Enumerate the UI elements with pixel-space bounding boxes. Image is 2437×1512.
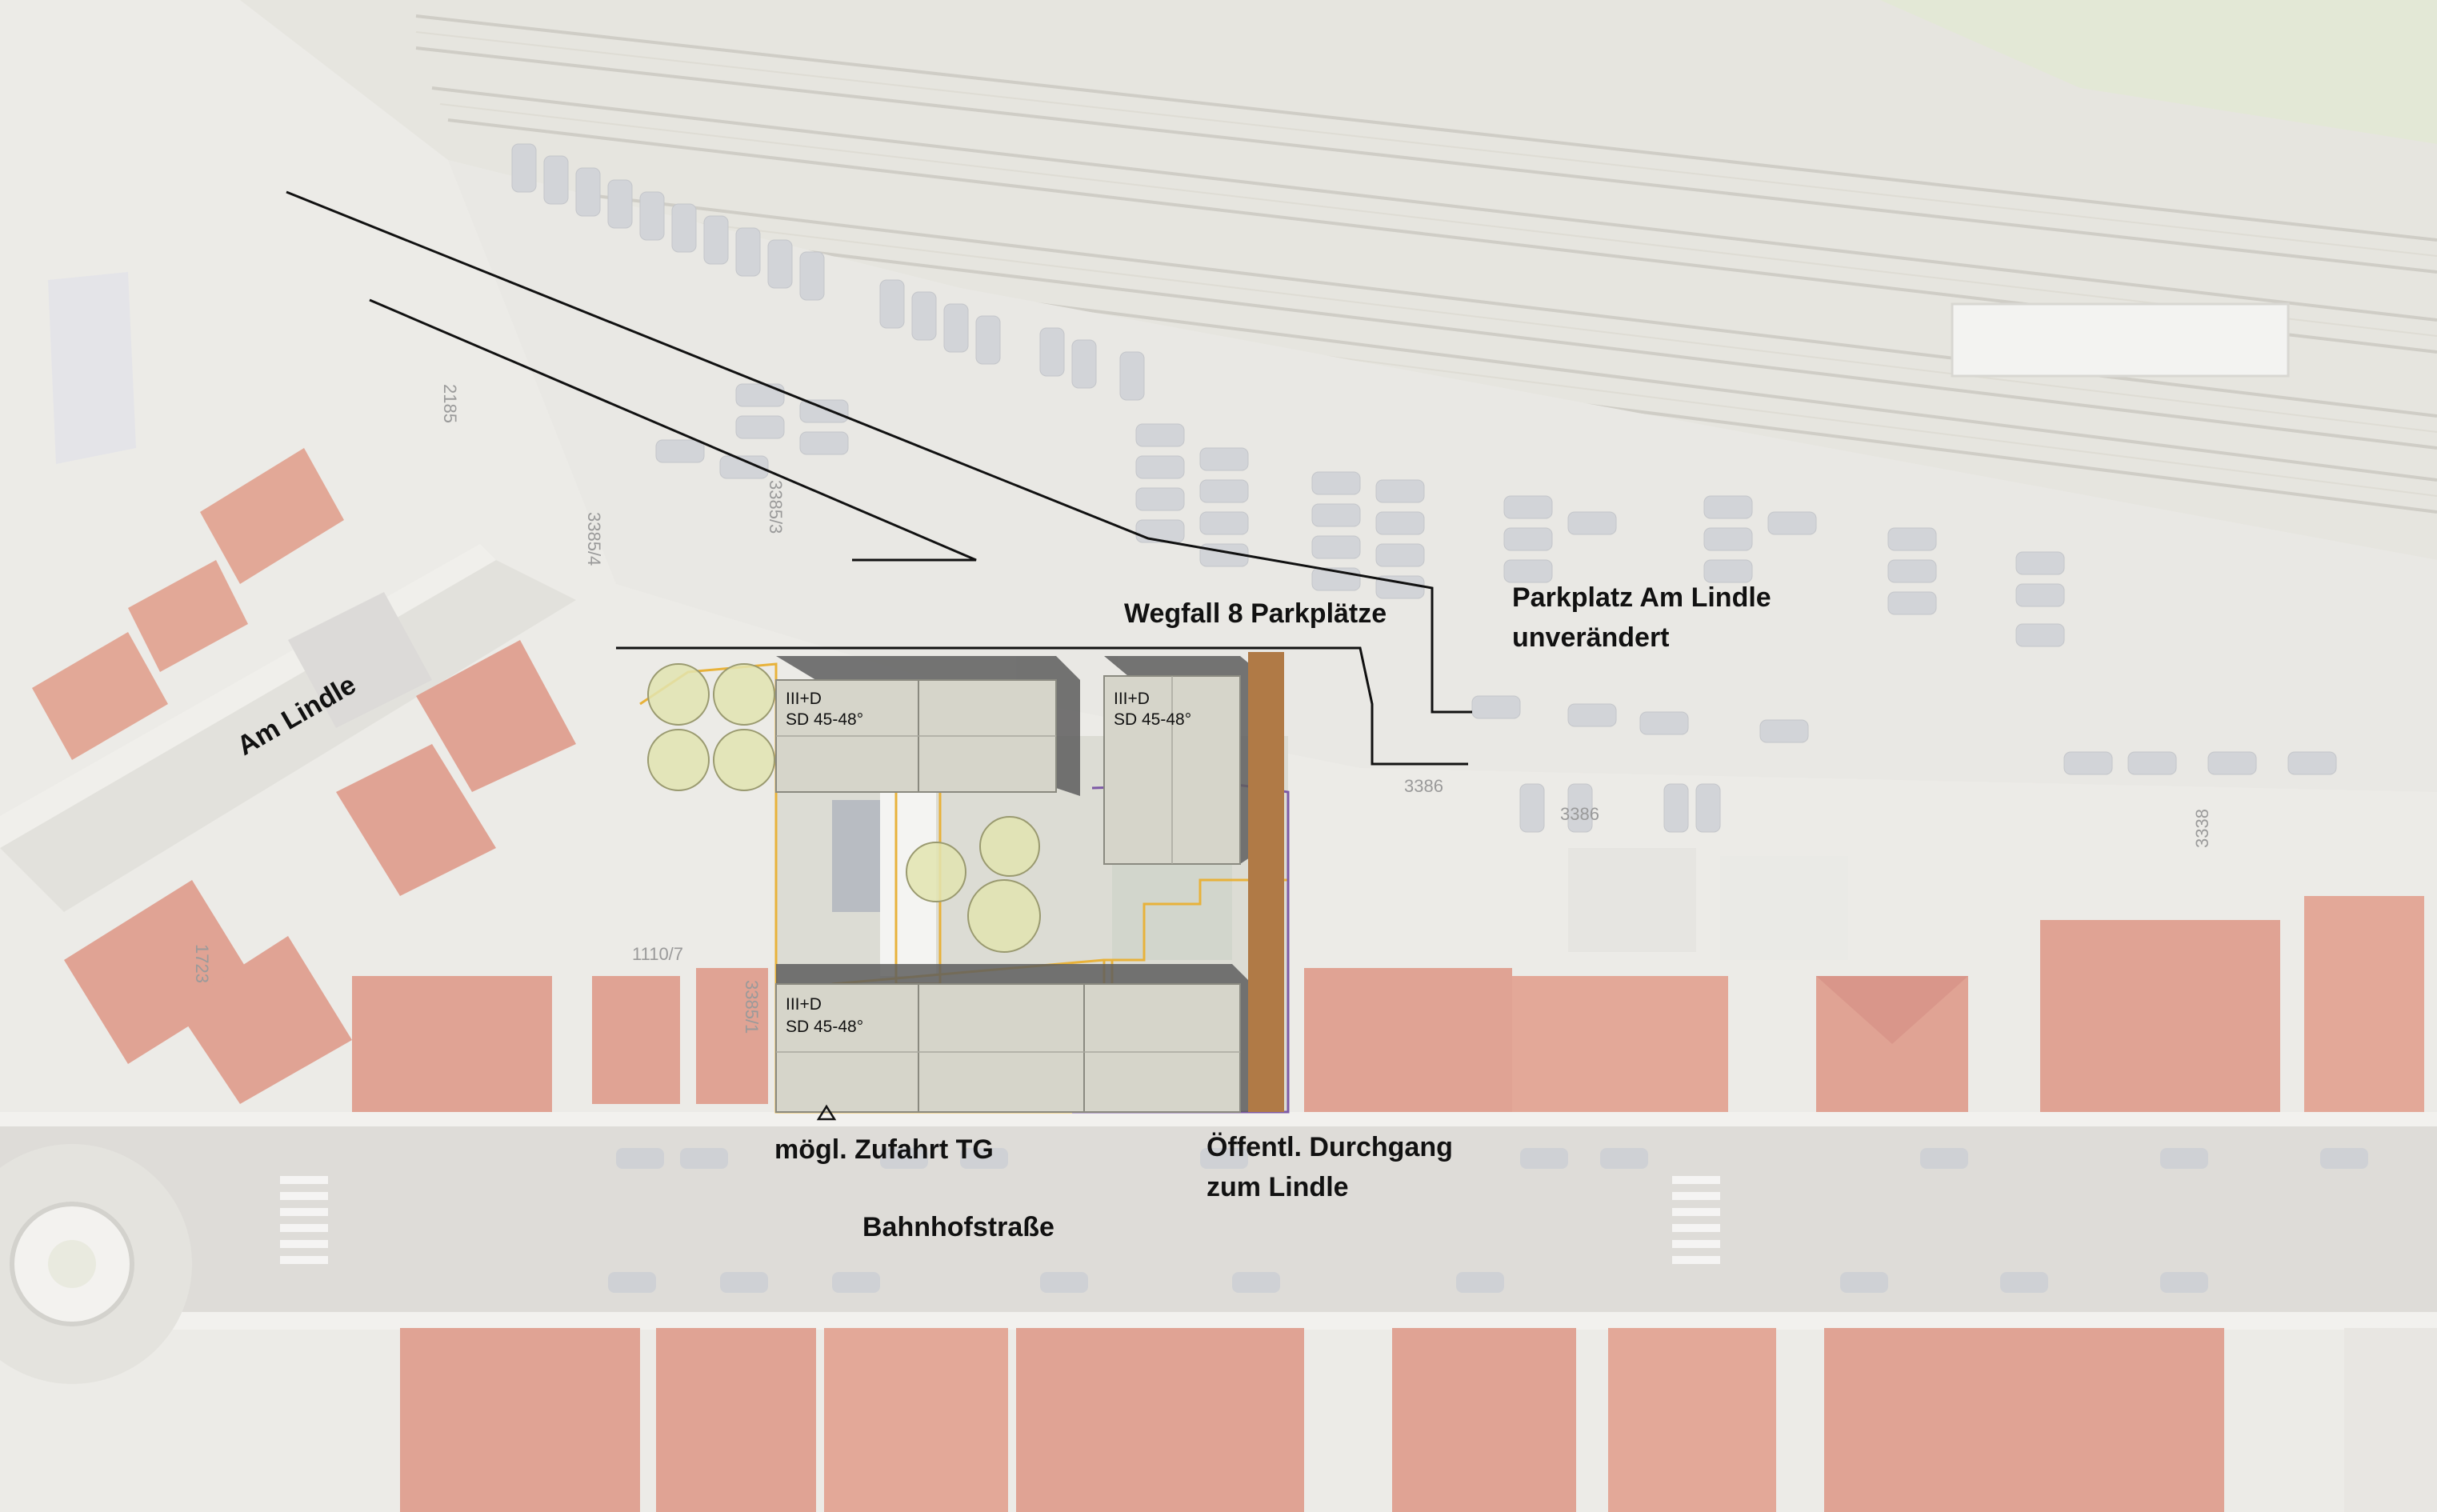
parcel-numbers: 3385/4 3385/3 2185 3386 3386 3338 1723 1… (192, 384, 2212, 1034)
building-north-east: III+D SD 45-48° (1103, 675, 1241, 865)
street-label-bahnhofstrasse: Bahnhofstraße (862, 1212, 1054, 1242)
leader-lines (286, 190, 1472, 766)
parcel-number: 3385/3 (766, 480, 786, 534)
east-roofs (1304, 848, 2424, 1112)
building-ne-roof: SD 45-48° (1114, 710, 1191, 729)
building-north-west: III+D SD 45-48° (775, 679, 1057, 793)
parcel-number: 2185 (440, 384, 460, 423)
building-s-storeys: III+D (786, 995, 822, 1014)
label-passage-line1: Öffentl. Durchgang (1206, 1132, 1453, 1162)
parcel-number: 3386 (1404, 776, 1443, 796)
public-passage-strip (1248, 652, 1284, 1112)
building-s-roof: SD 45-48° (786, 1018, 863, 1036)
planned-trees (647, 663, 1041, 953)
building-nw-roof: SD 45-48° (786, 710, 863, 729)
building-south: III+D SD 45-48° (775, 983, 1241, 1113)
parked-cars (511, 143, 2337, 833)
roundabout (0, 1144, 192, 1384)
planned-buildings: III+D SD 45-48° III+D SD 45-48° III+D SD… (775, 675, 1241, 1113)
building-ne-storeys: III+D (1114, 690, 1150, 708)
parcel-number: 3386 (1560, 804, 1599, 824)
parcel-number: 1110/7 (632, 944, 683, 964)
west-roofs (32, 272, 768, 1112)
label-passage-line2: zum Lindle (1206, 1172, 1349, 1202)
parcel-number: 3385/1 (742, 980, 762, 1034)
parcel-number: 3385/4 (584, 512, 604, 566)
parcel-number: 3338 (2192, 809, 2212, 848)
parcel-number: 1723 (192, 944, 212, 983)
label-parking-unchanged-line1: Parkplatz Am Lindle (1512, 582, 1771, 613)
label-garage-access: mögl. Zufahrt TG (774, 1134, 994, 1165)
road-bahnhofstrasse (0, 1112, 2437, 1330)
garage-access-marker (816, 1104, 837, 1121)
south-roofs (400, 1328, 2437, 1512)
label-parking-removed: Wegfall 8 Parkplätze (1124, 598, 1387, 629)
label-parking-unchanged-line2: unverändert (1512, 622, 1670, 653)
building-nw-storeys: III+D (786, 690, 822, 708)
